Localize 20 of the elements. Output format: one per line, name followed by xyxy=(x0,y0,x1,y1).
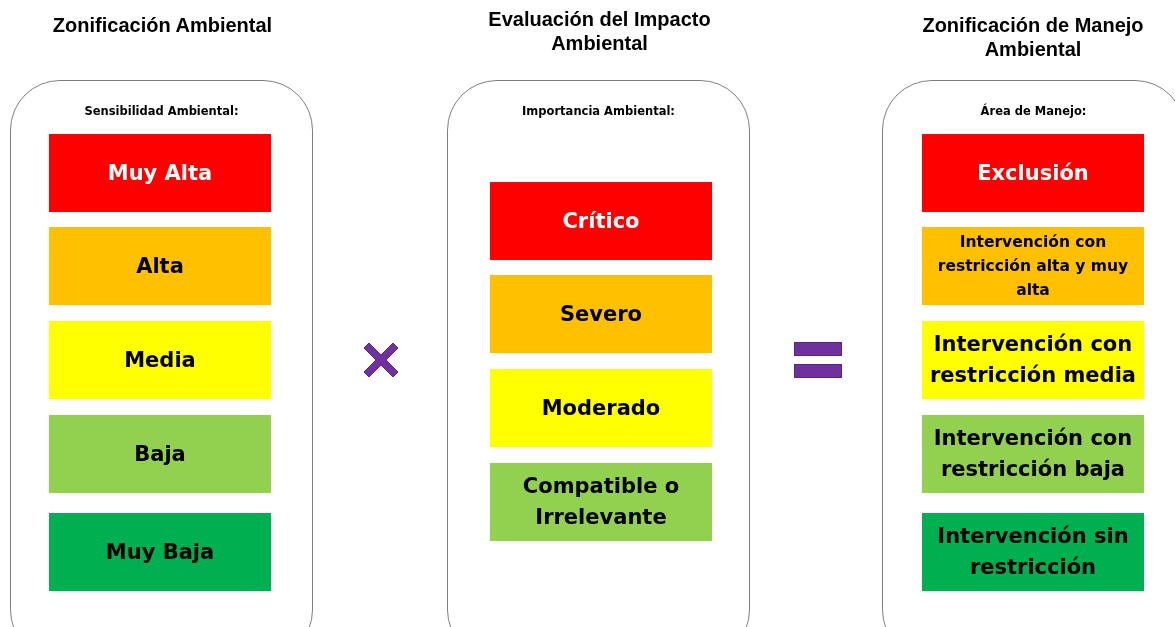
panel-subheading: Sensibilidad Ambiental: xyxy=(83,103,240,118)
category-box: Intervención con restricción media xyxy=(922,321,1144,399)
category-box: Muy Baja xyxy=(49,513,271,591)
category-box: Alta xyxy=(49,227,271,305)
category-box: Crítico xyxy=(490,182,712,260)
category-box: Intervención con restricción baja xyxy=(922,415,1144,493)
panel-subheading: Área de Manejo: xyxy=(979,103,1088,118)
panel-subheading: Importancia Ambiental: xyxy=(521,103,676,118)
category-box: Exclusión xyxy=(922,134,1144,212)
panel-heading: Evaluación del Impacto Ambiental xyxy=(487,7,712,55)
category-box: Severo xyxy=(490,275,712,353)
panel-heading: Zonificación de Manejo Ambiental xyxy=(921,13,1145,61)
category-box: Intervención con restricción alta y muy alta xyxy=(922,227,1144,305)
category-box: Baja xyxy=(49,415,271,493)
category-box: Moderado xyxy=(490,369,712,447)
panel-heading: Zonificación Ambiental xyxy=(51,13,274,37)
category-box: Compatible o Irrelevante xyxy=(490,463,712,541)
category-box: Media xyxy=(49,321,271,399)
category-box: Muy Alta xyxy=(49,134,271,212)
category-box: Intervención sin restricción xyxy=(922,513,1144,591)
